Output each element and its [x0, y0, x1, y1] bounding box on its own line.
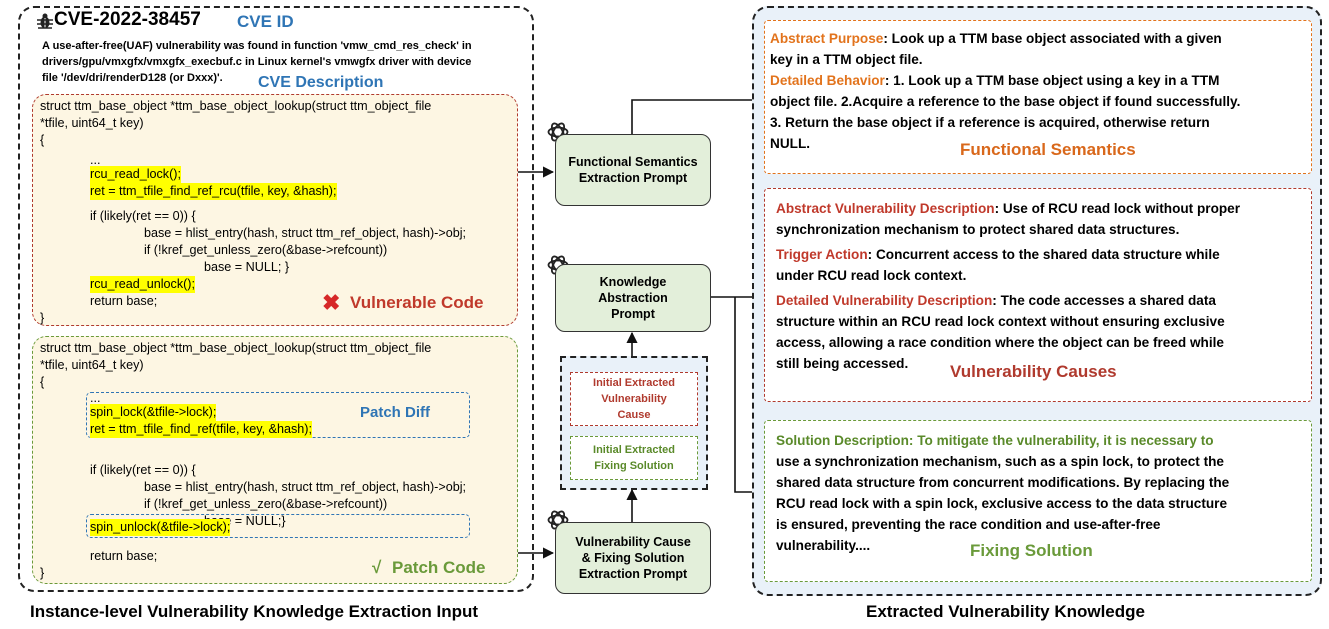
fixing-solution-title: Fixing Solution: [970, 541, 1093, 560]
functional-semantics-box: [764, 20, 1312, 174]
code-line-highlight: ret = ttm_tfile_find_ref(tfile, key, &ha…: [90, 421, 313, 438]
code-line-highlight: ret = ttm_tfile_find_ref_rcu(tfile, key,…: [90, 183, 337, 200]
code-line: if (likely(ret == 0)) {: [90, 463, 196, 477]
code-line-highlight: spin_lock(&tfile->lock);: [90, 404, 217, 421]
code-line: if (!kref_get_unless_zero(&base->refcoun…: [144, 497, 388, 511]
cve-id-label: CVE ID: [237, 12, 294, 31]
code-line: if (likely(ret == 0)) {: [90, 209, 196, 223]
cve-description: A use-after-free(UAF) vulnerability was …: [42, 40, 472, 84]
code-line: ...: [90, 391, 101, 405]
functional-semantics-text: Abstract Purpose: Look up a TTM base obj…: [770, 31, 1241, 151]
code-line: base = NULL; }: [204, 260, 290, 274]
patch-code-label: Patch Code: [392, 558, 486, 577]
code-line: struct ttm_base_object *ttm_base_object_…: [40, 99, 432, 113]
patch-diff-box-2: [86, 514, 470, 538]
code-line: base = hlist_entry(hash, struct ttm_ref_…: [144, 226, 467, 240]
code-line: }: [40, 311, 45, 325]
output-caption: Extracted Vulnerability Knowledge: [866, 602, 1145, 621]
vulnerability-causes-title: Vulnerability Causes: [950, 362, 1117, 381]
patch-code-box: [32, 336, 518, 584]
code-line-highlight: rcu_read_lock();: [90, 166, 181, 183]
code-line: base = hlist_entry(hash, struct ttm_ref_…: [144, 480, 467, 494]
vulnerability-causes-text: Abstract Vulnerability Description: Use …: [776, 201, 1241, 371]
vulnerable-code-label: Vulnerable Code: [350, 293, 484, 312]
vulnerability-causes-box: [764, 188, 1312, 402]
code-line-highlight: rcu_read_unlock();: [90, 276, 195, 293]
code-line: ...: [90, 153, 101, 167]
code-line: return base;: [90, 294, 158, 308]
code-line: return base;: [90, 549, 158, 563]
patch-mark-icon: √: [372, 558, 382, 577]
code-line: *tfile, uint64_t key): [40, 116, 144, 130]
input-caption: Instance-level Vulnerability Knowledge E…: [30, 602, 479, 621]
code-line-highlight: spin_unlock(&tfile->lock);: [90, 519, 231, 536]
code-line: }: [40, 566, 45, 580]
input-panel: [18, 6, 534, 592]
patch-diff-label: Patch Diff: [360, 404, 431, 421]
code-line: {: [40, 375, 45, 389]
functional-semantics-title: Functional Semantics: [960, 140, 1136, 159]
bug-icon: [37, 13, 53, 29]
code-line: if (!kref_get_unless_zero(&base->refcoun…: [144, 243, 388, 257]
cve-description-label: CVE Description: [258, 74, 384, 91]
cve-id: CVE-2022-38457: [54, 9, 201, 30]
code-line: *tfile, uint64_t key): [40, 358, 144, 372]
fixing-solution-text: Solution Description: To mitigate the vu…: [776, 433, 1230, 553]
vulnerable-mark-icon: ✖: [322, 290, 341, 315]
fixing-solution-box: [764, 420, 1312, 582]
code-line: {: [40, 133, 45, 147]
code-line: struct ttm_base_object *ttm_base_object_…: [40, 341, 432, 355]
